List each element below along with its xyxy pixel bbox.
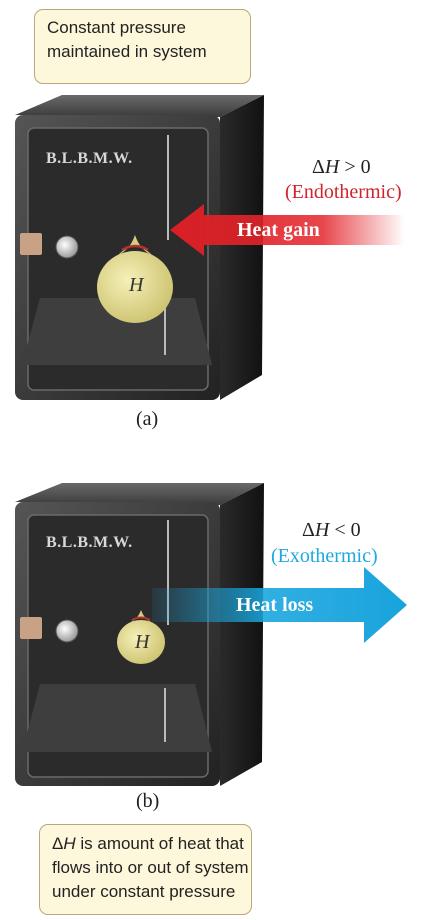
enthalpy-bag-label-a: H — [129, 274, 144, 296]
definition-line-3: under constant pressure — [52, 882, 236, 901]
exothermic-label: (Exothermic) — [271, 545, 378, 567]
money-bag-a-icon — [97, 235, 173, 323]
panel-b-caption: (b) — [136, 790, 160, 812]
hinge-icon — [20, 233, 42, 255]
panel-a-caption: (a) — [136, 408, 159, 430]
delta-h-positive: ΔH > 0 — [312, 156, 371, 178]
note-line-2: maintained in system — [47, 42, 207, 61]
heat-gain-arrow — [170, 204, 405, 256]
endothermic-label: (Endothermic) — [285, 181, 402, 203]
heat-loss-label: Heat loss — [236, 594, 314, 616]
enthalpy-bag-label-b: H — [135, 631, 150, 653]
money-bag-b-icon — [117, 610, 165, 664]
constant-pressure-note: Constant pressure maintained in system — [34, 9, 251, 84]
definition-line-2: flows into or out of system — [52, 858, 249, 877]
dial-icon — [55, 235, 79, 259]
definition-line-1: ΔH is amount of heat that — [52, 834, 244, 853]
heat-loss-arrow — [152, 567, 407, 643]
delta-h-negative: ΔH < 0 — [302, 519, 361, 541]
hinge-icon — [20, 617, 42, 639]
safe-brand-b: B.L.B.M.W. — [46, 534, 133, 551]
dial-icon — [55, 619, 79, 643]
safe-brand-a: B.L.B.M.W. — [46, 150, 133, 167]
delta-h-definition-note: ΔH is amount of heat that flows into or … — [39, 824, 252, 915]
note-line-1: Constant pressure — [47, 18, 186, 37]
heat-gain-label: Heat gain — [237, 219, 320, 241]
